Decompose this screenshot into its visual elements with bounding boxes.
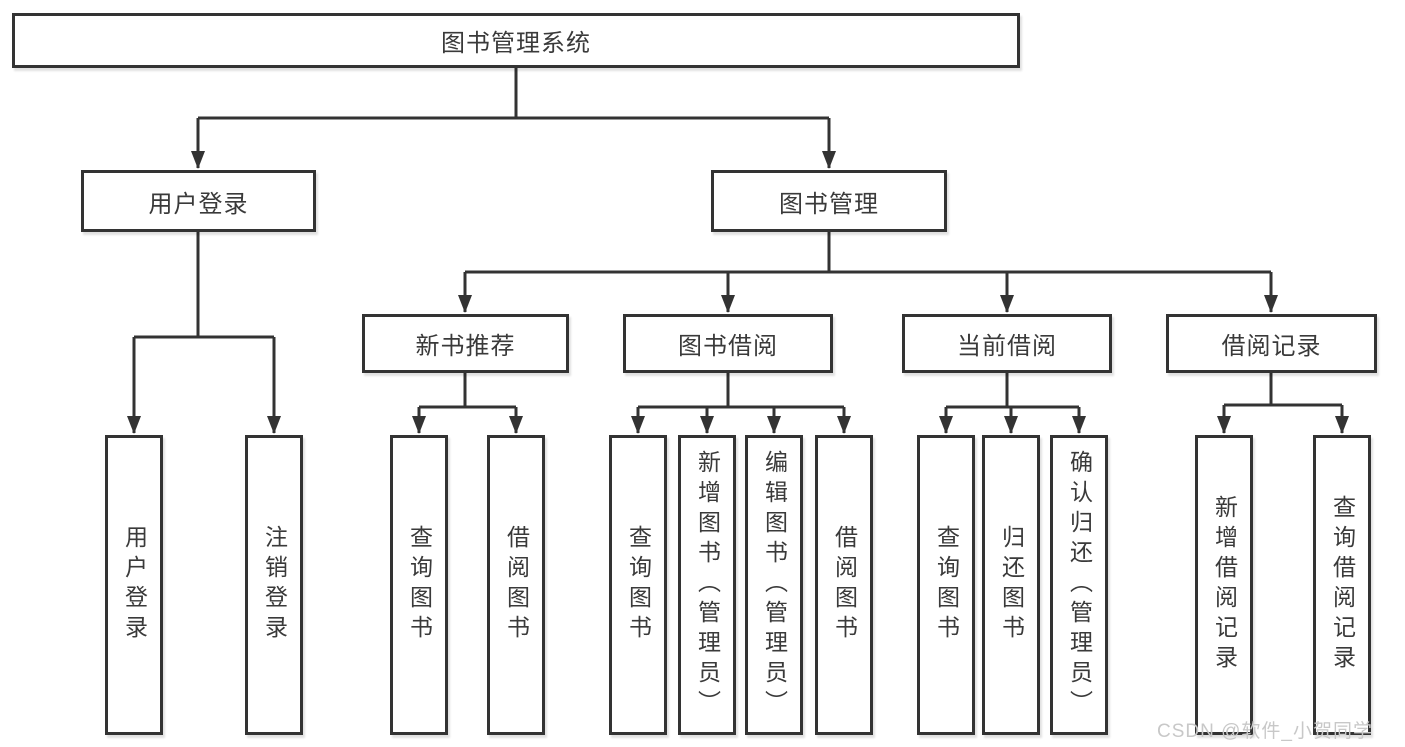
leaf-user-login: 用户登录 [105, 435, 163, 735]
leaf-borrow-books: 借阅图书 [815, 435, 873, 735]
csdn-watermark: CSDN @软件_小贺同学 [1157, 721, 1373, 742]
node-book-borrow: 图书借阅 [623, 314, 833, 373]
node-borrow-records: 借阅记录 [1166, 314, 1377, 373]
leaf-query-books-current: 查询图书 [917, 435, 975, 735]
leaf-add-book-admin: 新增图书（管理员） [678, 435, 736, 735]
leaf-return-books: 归还图书 [982, 435, 1040, 735]
leaf-query-borrow-record: 查询借阅记录 [1313, 435, 1371, 735]
node-new-book-recommend: 新书推荐 [362, 314, 569, 373]
leaf-query-books-recommend: 查询图书 [390, 435, 448, 735]
leaf-borrow-books-recommend: 借阅图书 [487, 435, 545, 735]
node-user-login-branch: 用户登录 [81, 170, 316, 232]
leaf-edit-book-admin: 编辑图书（管理员） [745, 435, 803, 735]
node-root-system: 图书管理系统 [12, 13, 1020, 68]
leaf-add-borrow-record: 新增借阅记录 [1195, 435, 1253, 735]
leaf-query-books-borrow: 查询图书 [609, 435, 667, 735]
leaf-logout: 注销登录 [245, 435, 303, 735]
node-book-management-branch: 图书管理 [711, 170, 947, 232]
leaf-confirm-return-admin: 确认归还（管理员） [1050, 435, 1108, 735]
node-current-borrow: 当前借阅 [902, 314, 1112, 373]
